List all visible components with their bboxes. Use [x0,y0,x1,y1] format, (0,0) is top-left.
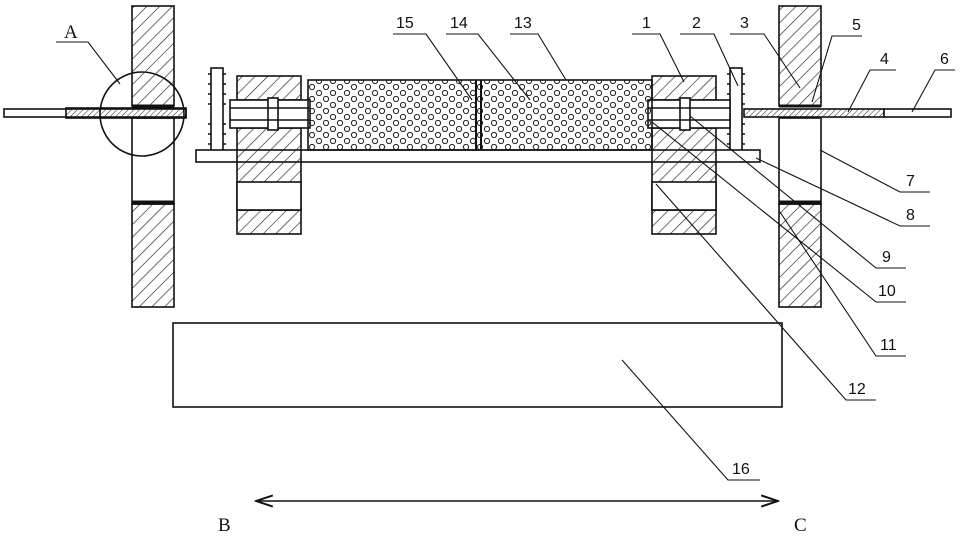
label-8: 8 [906,207,915,224]
label-13: 13 [514,15,532,32]
label-9: 9 [882,249,891,266]
label-7: 7 [906,173,915,190]
label-14: 14 [450,15,468,32]
right-support-plate [779,6,821,307]
left-coupling [230,98,310,130]
label-3: 3 [740,15,749,32]
label-detail-a: A [64,22,78,43]
label-4: 4 [880,51,889,68]
left-nut [208,68,226,160]
right-coupling [648,98,730,130]
label-15: 15 [396,15,414,32]
collection-box [173,323,782,407]
label-10: 10 [878,283,896,300]
label-16: 16 [732,461,750,478]
label-direction-b: B [218,515,231,536]
right-threaded-rod [744,109,951,117]
label-12: 12 [848,381,866,398]
label-5: 5 [852,17,861,34]
perforated-roller [308,80,652,150]
label-2: 2 [692,15,701,32]
label-11: 11 [880,337,897,354]
label-1: 1 [642,15,651,32]
left-outer-rod [4,108,186,118]
label-direction-c: C [794,515,807,536]
label-6: 6 [940,51,949,68]
